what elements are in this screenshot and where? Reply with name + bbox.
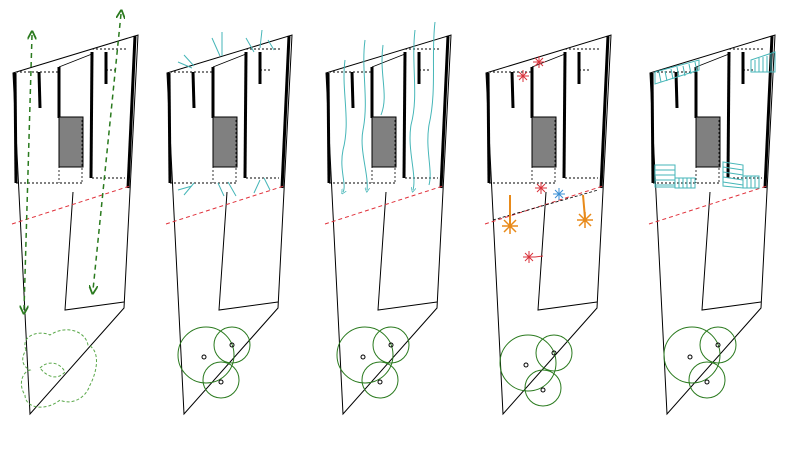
heat-star-red — [517, 56, 547, 263]
panel-shading — [647, 33, 777, 416]
ventilation-wave-group — [342, 21, 436, 192]
light-ray-group — [177, 29, 275, 197]
panel-ventilation — [323, 21, 453, 416]
panel-heat — [483, 33, 613, 416]
airflow-arrow-right — [93, 14, 121, 290]
garden-blob — [20, 329, 97, 408]
shading-hatch-group — [654, 51, 776, 189]
panel-airflow — [10, 14, 140, 416]
heat-source-orange — [502, 194, 593, 234]
panel-light — [164, 29, 294, 416]
heat-star-blue — [553, 188, 565, 200]
airflow-arrow-left — [24, 35, 32, 310]
